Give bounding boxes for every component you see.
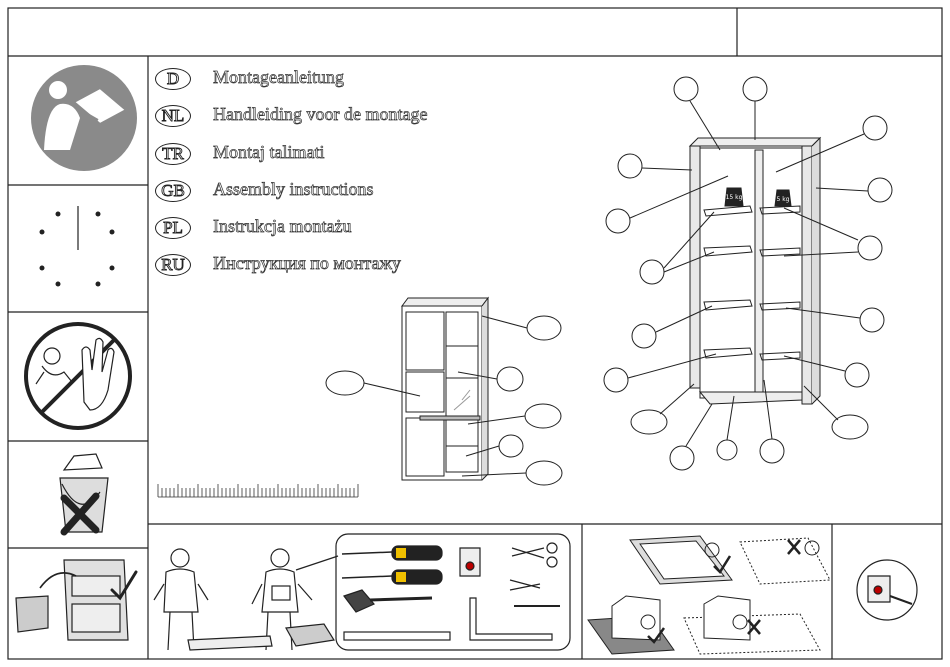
recycle-cabinet-icon: [16, 560, 136, 640]
lang-code-badge: TR: [155, 143, 191, 165]
lang-label: Handleiding voor de montage: [213, 104, 427, 125]
lang-label: Montageanleitung: [213, 67, 344, 88]
weight-label-left: 15 kg: [723, 194, 745, 201]
lang-label: Assembly instructions: [213, 179, 374, 200]
protected-floor-icon: [588, 536, 830, 654]
lang-code-badge: RU: [155, 254, 191, 276]
lang-code-badge: D: [155, 68, 191, 90]
carcass-callouts: [604, 77, 892, 470]
wall-anchor-icon: [857, 560, 917, 620]
weight-label-right: 5 kg: [774, 196, 792, 203]
carcass-drawing: [690, 138, 820, 404]
lang-label: Инструкция по монтажу: [213, 253, 401, 274]
lang-code-badge: PL: [155, 217, 191, 239]
lang-code-badge: NL: [155, 105, 191, 127]
lang-label: Instrukcja montażu: [213, 216, 351, 237]
no-waste-bin-icon: [60, 454, 108, 532]
no-children-icon: [26, 324, 130, 428]
read-manual-icon: [31, 65, 137, 171]
clock-icon: [40, 206, 115, 287]
assembled-cabinet: [402, 298, 488, 480]
lang-label: Montaj talimati: [213, 142, 324, 163]
tools-icon: [336, 534, 570, 650]
two-persons-icon: [154, 549, 338, 650]
lang-code-badge: GB: [155, 180, 191, 202]
